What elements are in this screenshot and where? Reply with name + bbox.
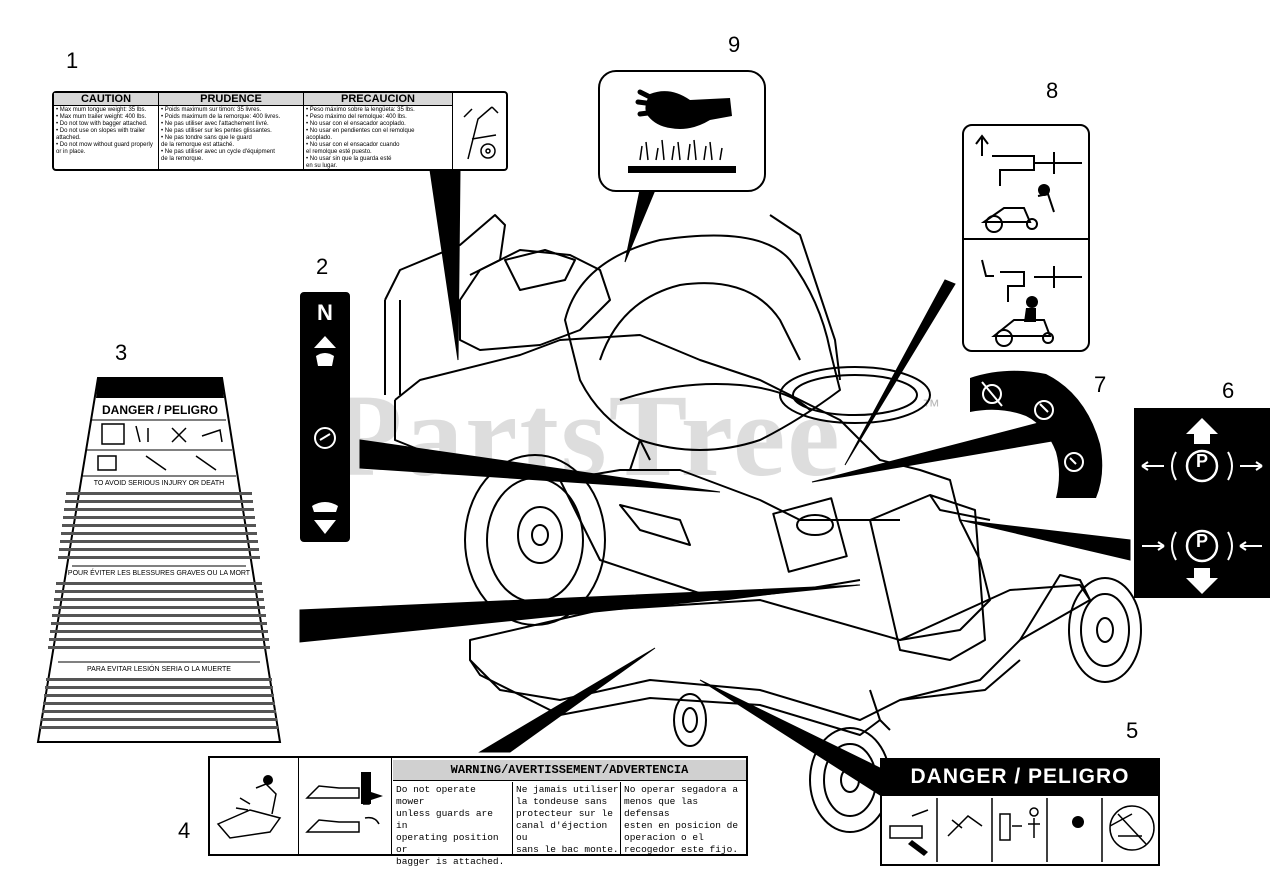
trademark-symbol: ™	[922, 396, 940, 416]
decal-5-title-text: DANGER / PELIGRO	[910, 765, 1130, 788]
callout-number-5: 5	[1126, 718, 1139, 743]
decal-3-danger: DANGER / PELIGRO TO AVOID SERIOUS INJURY…	[36, 376, 282, 744]
parking-brake-p-lower: P	[1195, 531, 1208, 551]
decal-3-french-text: POUR ÉVITER LES BLESSURES GRAVES OU LA M…	[67, 570, 251, 577]
decal-1-caution: CAUTION • Max mum tongue weight: 35 lbs.…	[52, 91, 508, 171]
decal-3-avoid-text: TO AVOID SERIOUS INJURY OR DEATH	[93, 480, 225, 487]
callout-number-8: 8	[1046, 78, 1059, 103]
lever-position-icons	[975, 134, 1082, 347]
ignition-arc	[970, 370, 1103, 498]
guard-position-icon	[305, 772, 383, 833]
caution-header: CAUTION	[54, 93, 158, 106]
decal-5-danger: DANGER / PELIGRO	[880, 758, 1160, 866]
danger-pictograms	[889, 798, 1155, 862]
prudence-header: PRUDENCE	[159, 93, 303, 106]
callout-number-6: 6	[1222, 378, 1235, 403]
caution-text: • Max mum tongue weight: 35 lbs.• Max mu…	[56, 107, 153, 155]
parking-brake-p-upper: P	[1195, 451, 1208, 471]
decal-4-warning: WARNING/AVERTISSEMENT/ADVERTENCIA Do not…	[208, 756, 748, 867]
decal-3-spanish-text: PARA EVITAR LESIÓN SERIA O LA MUERTE	[87, 666, 231, 673]
callout-number-2: 2	[316, 254, 329, 279]
decal-9-hand-hazard	[598, 70, 766, 192]
decal-2-throttle-choke: N	[300, 292, 350, 542]
decal-3-outline	[36, 377, 282, 743]
trailer-hitch-icon	[463, 106, 499, 160]
callout-number-7: 7	[1094, 372, 1107, 397]
decal-7-ignition	[966, 364, 1106, 500]
thrown-object-icon	[216, 775, 282, 839]
precaucion-text: • Peso máximo sobre la lengüeta: 35 lbs.…	[306, 107, 415, 169]
callout-number-3: 3	[115, 340, 128, 365]
callout-number-4: 4	[178, 818, 191, 843]
decal-3-title: DANGER / PELIGRO	[101, 403, 218, 417]
hand-cutting-hazard-icon	[628, 89, 736, 173]
callout-number-9: 9	[728, 32, 741, 57]
decal-8-lever-position	[962, 124, 1090, 352]
decal-6-parking-brake: P P	[1134, 408, 1270, 598]
neutral-symbol: N	[317, 300, 333, 325]
decal-5-title: DANGER / PELIGRO	[882, 760, 1158, 796]
prudence-text: • Poids maximum sur timon: 35 livres.• P…	[161, 107, 281, 162]
precaucion-header: PRECAUCION	[304, 93, 452, 106]
throttle-choke-icons	[312, 336, 338, 534]
callout-number-1: 1	[66, 48, 79, 73]
parking-brake-arrows	[1141, 418, 1263, 594]
warning-title: WARNING/AVERTISSEMENT/ADVERTENCIA	[393, 760, 746, 781]
